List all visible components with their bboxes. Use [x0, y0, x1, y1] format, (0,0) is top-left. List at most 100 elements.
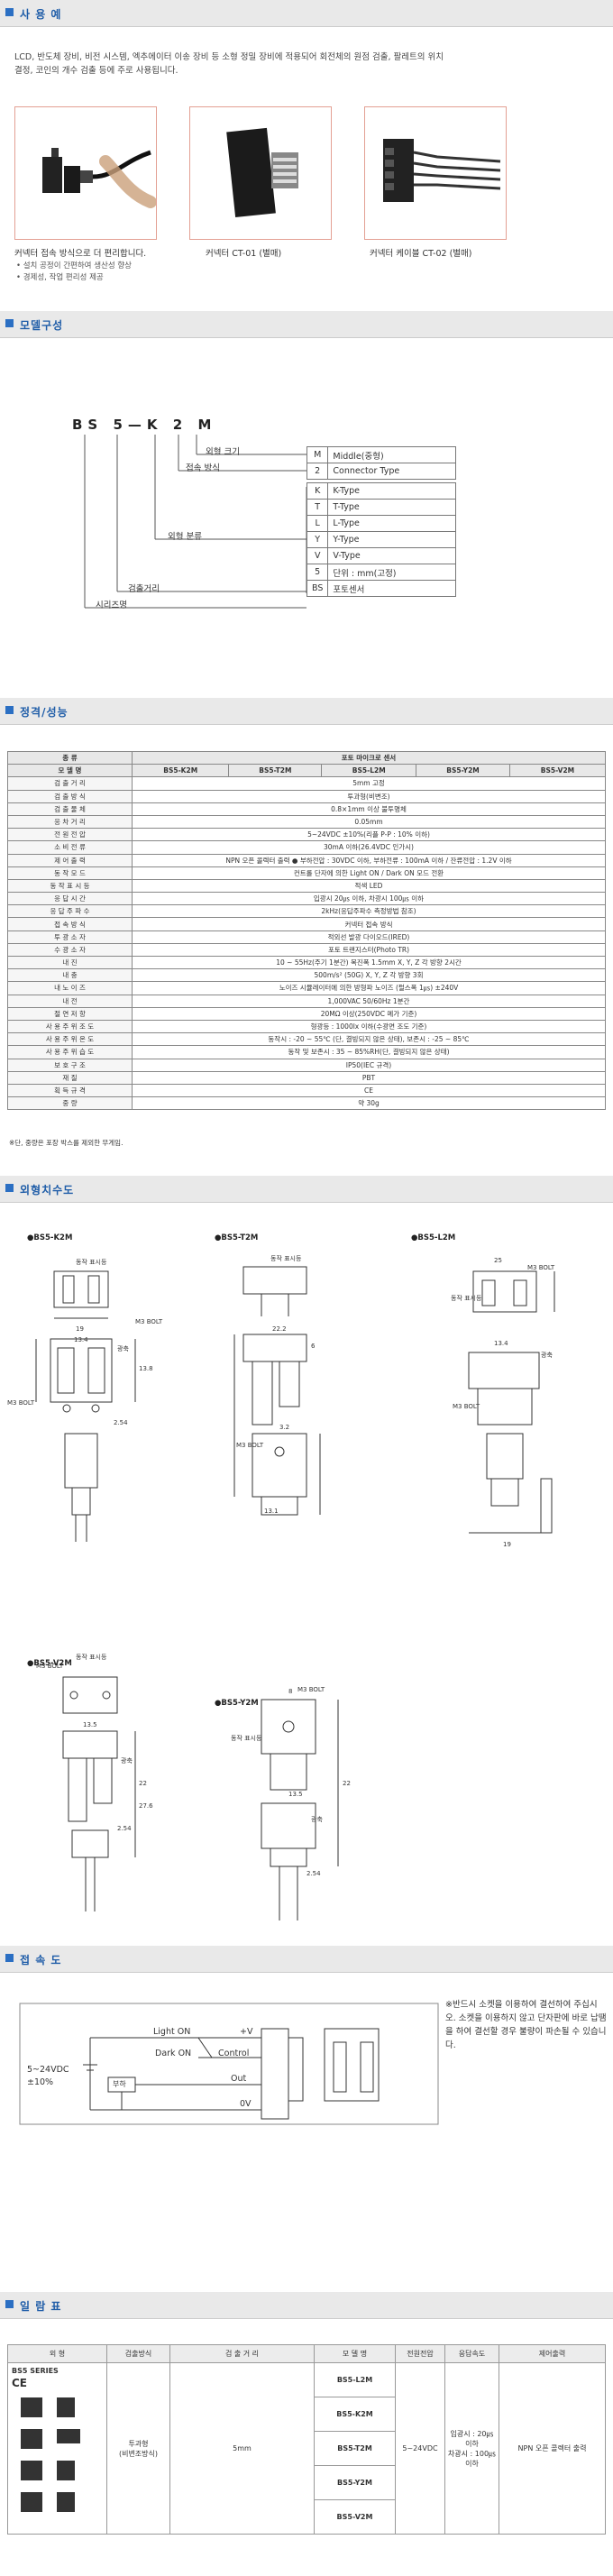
dim-callout: 광축	[541, 1351, 553, 1359]
spec-label: 동 작 모 드	[7, 866, 133, 880]
list-output: NPN 오픈 콜렉터 출력	[499, 2362, 606, 2535]
model-key: M	[306, 446, 329, 463]
model-label-series: 시리즈명	[96, 600, 127, 610]
spec-model-row: 모 델 명 BS5-K2M BS5-T2M BS5-L2M BS5-Y2M BS…	[7, 764, 607, 778]
model-value: Middle(중형)	[327, 446, 457, 463]
list-header-row: 외 형 검출방식 검 출 거 리 모 델 명 전원전압 응답속도 제어출력	[7, 2344, 606, 2363]
section-marker-icon	[5, 2300, 14, 2308]
caption-ct01: 커넥터 CT-01 (별매)	[206, 249, 282, 259]
spec-label: 투 광 소 자	[7, 930, 133, 944]
spec-label: 접 속 방 식	[7, 917, 133, 931]
model-value: L-Type	[327, 515, 457, 532]
spec-label: 소 비 전 류	[7, 840, 133, 855]
dim-callout: 동작 표시등	[270, 1254, 302, 1262]
spec-value: 형광등 : 1000lx 이하(수광면 조도 기준)	[132, 1019, 606, 1034]
model-key: Y	[306, 531, 329, 548]
section-title: 일 람 표	[20, 2300, 62, 2313]
connector-cable-ct02-photo	[364, 106, 507, 240]
model-code-part: M	[197, 417, 217, 433]
model-value: T-Type	[327, 499, 457, 516]
spec-value: 포토 트랜지스터(Photo TR)	[132, 942, 606, 958]
list-series: BS5 SERIES	[12, 2367, 59, 2375]
dim-number: 13.5	[83, 1721, 97, 1728]
model-label-size: 외형 크기	[206, 447, 240, 457]
ce-mark: CE	[12, 2377, 28, 2389]
spec-label: 절 연 저 항	[7, 1006, 133, 1021]
spec-value: 입광시 20㎲ 이하, 차광시 100㎲ 이하	[132, 892, 606, 906]
spec-value: 적외선 발광 다이오드(IRED)	[132, 930, 606, 944]
usage-bullet: • 경제성, 작업 편리성 제공	[16, 273, 104, 282]
section-header-list: 일 람 표	[0, 2292, 613, 2319]
spec-model-name: BS5-L2M	[321, 764, 417, 778]
list-row: BS5 SERIES CE 투과형 (비변조방식) 5mm BS5-L2M 5~…	[7, 2362, 606, 2535]
model-key: BS	[306, 580, 329, 597]
dim-number: 19	[503, 1541, 511, 1548]
spec-value: 노이즈 시뮬레이터에 의한 방형파 노이즈 (펄스폭 1㎲) ±240V	[132, 981, 606, 995]
dim-callout: M3 BOLT	[236, 1442, 264, 1449]
spec-label: 내 충	[7, 968, 133, 983]
model-key: L	[306, 515, 329, 532]
model-code-part: 5	[113, 417, 128, 433]
spec-label: 내 전	[7, 994, 133, 1008]
list-header: 모 델 명	[314, 2344, 396, 2363]
dim-callout: 동작 표시등	[231, 1734, 262, 1742]
drawing-label-y2m: ●BS5-Y2M	[215, 1699, 259, 1708]
dim-callout: M3 BOLT	[297, 1686, 325, 1693]
spec-value: 30mA 이하(26.4VDC 인가시)	[132, 840, 606, 855]
wiring-dark-on: Dark ON	[155, 2049, 192, 2058]
spec-label: 중 량	[7, 1096, 133, 1111]
spec-note: ※단, 중량은 포장 박스를 제외한 무게임.	[9, 1139, 124, 1147]
section-title: 사 용 예	[20, 8, 62, 21]
wiring-out: Out	[231, 2074, 247, 2084]
dim-number: 19	[76, 1325, 84, 1333]
model-key: 5	[306, 564, 329, 581]
dim-callout: 광축	[311, 1815, 323, 1823]
section-title: 접 속 도	[20, 1954, 62, 1966]
spec-value: 1,000VAC 50/60Hz 1분간	[132, 994, 606, 1008]
dim-callout: 동작 표시등	[451, 1294, 482, 1302]
wiring-control: Control	[218, 2049, 250, 2058]
spec-value: 동작시 : -20 ~ 55℃ (단, 결빙되지 않은 상태), 보존시 : -…	[132, 1032, 606, 1047]
dim-number: 22	[343, 1780, 351, 1787]
list-model: BS5-L2M	[314, 2362, 396, 2397]
section-marker-icon	[5, 1954, 14, 1962]
drawing-label-v2m: ●BS5-V2M	[27, 1659, 72, 1668]
list-voltage: 5~24VDC	[395, 2362, 445, 2535]
dim-number: 22.2	[272, 1325, 287, 1333]
spec-value: NPN 오픈 콜렉터 출력 ● 부하전압 : 30VDC 이하, 부하전류 : …	[132, 853, 606, 867]
list-distance: 5mm	[169, 2362, 315, 2535]
wiring-load: 부하	[113, 2080, 126, 2088]
dim-number: 22	[139, 1780, 147, 1787]
spec-value: 투과형(비변조)	[132, 789, 606, 803]
sensor-thumbnails	[21, 2397, 80, 2512]
usage-description-line2: 결정, 코인의 개수 검출 등에 주로 사용됩니다.	[14, 66, 178, 76]
list-model: BS5-T2M	[314, 2431, 396, 2466]
spec-value: 커넥터 접속 방식	[132, 917, 606, 931]
spec-model-name: BS5-V2M	[508, 764, 607, 778]
sensor-photo	[14, 106, 157, 240]
list-header: 응답속도	[444, 2344, 499, 2363]
dim-callout: M3 BOLT	[135, 1318, 163, 1325]
section-title: 외형치수도	[20, 1184, 75, 1196]
spec-label: 재 질	[7, 1070, 133, 1085]
spec-model-name: BS5-T2M	[228, 764, 323, 778]
caption-connector-type: 커넥터 접속 방식으로 더 편리합니다.	[14, 249, 147, 259]
dim-number: 27.6	[139, 1802, 153, 1810]
model-key: 2	[306, 463, 329, 480]
wiring-light-on: Light ON	[153, 2027, 191, 2037]
